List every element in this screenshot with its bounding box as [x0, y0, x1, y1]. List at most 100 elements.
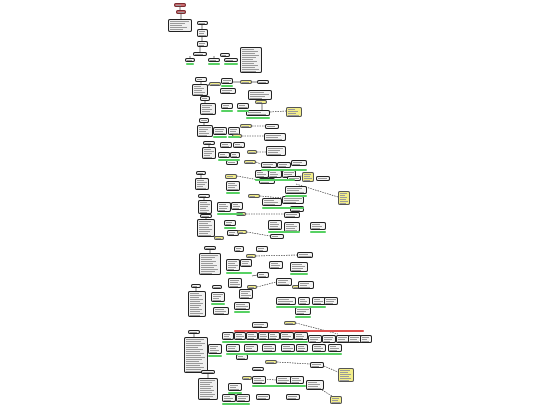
node-text-line [288, 398, 296, 399]
process-node [360, 335, 372, 343]
node-text-line [254, 382, 262, 383]
node-text-line [202, 105, 212, 106]
node-text-line [308, 384, 321, 385]
node-text-line [190, 313, 203, 314]
green-accent-bar [234, 311, 250, 313]
node-text-line [230, 280, 240, 281]
node-text-line [267, 362, 275, 363]
condition-node [248, 194, 260, 198]
node-text-line [222, 90, 233, 91]
node-text-line [204, 151, 214, 152]
process-node [295, 307, 311, 315]
node-text-line [246, 348, 253, 349]
process-node [306, 380, 324, 390]
node-text-line [197, 186, 204, 187]
node-text-line [236, 304, 245, 305]
process-node [220, 88, 236, 94]
node-text-line [220, 154, 226, 155]
node-text-line [201, 259, 212, 260]
node-text-line [300, 287, 310, 288]
node-text-line [186, 341, 201, 342]
green-accent-bar [211, 303, 225, 305]
process-node [234, 246, 244, 252]
node-text-line [201, 261, 216, 262]
process-node [226, 344, 240, 352]
node-text-line [228, 346, 237, 347]
node-text-line [310, 337, 320, 338]
node-text-line [194, 92, 205, 93]
node-text-line [288, 396, 298, 397]
node-text-line [248, 336, 256, 337]
process-node [324, 297, 338, 305]
process-node [211, 292, 225, 302]
node-text-line [264, 346, 272, 347]
process-node [201, 370, 215, 374]
node-text-line [278, 280, 288, 281]
node-text-line [288, 113, 297, 114]
process-node [282, 196, 304, 204]
green-accent-bar [221, 110, 233, 112]
node-text-line [242, 59, 254, 60]
node-text-line [270, 224, 280, 225]
node-text-line [186, 339, 204, 340]
green-accent-bar [261, 169, 307, 171]
process-node [252, 367, 264, 371]
process-node [310, 362, 324, 368]
process-node [197, 21, 208, 25]
process-node [222, 332, 234, 340]
node-text-line [201, 267, 214, 268]
green-accent-bar [222, 403, 250, 405]
node-text-line [235, 144, 241, 145]
node-text-line [338, 337, 348, 338]
process-node [291, 160, 307, 166]
node-text-line [219, 210, 225, 211]
process-node [257, 272, 269, 278]
node-text-line [200, 382, 213, 383]
node-text-line [242, 263, 248, 264]
process-node [296, 344, 308, 352]
process-node [261, 162, 277, 168]
node-text-line [242, 261, 250, 262]
process-node [220, 53, 230, 57]
process-node [234, 302, 250, 310]
node-text-line [266, 139, 282, 140]
node-text-line [228, 265, 238, 266]
node-text-line [268, 148, 284, 149]
node-text-line [230, 133, 238, 134]
node-text-line [202, 109, 213, 110]
node-text-line [292, 380, 302, 381]
green-accent-bar [222, 341, 308, 343]
node-text-line [199, 131, 207, 132]
process-node [276, 278, 292, 286]
node-text-line [271, 263, 278, 264]
condition-node [247, 150, 257, 154]
green-accent-bar [226, 272, 252, 274]
node-text-line [271, 267, 279, 268]
node-text-line [326, 303, 333, 304]
node-text-line [215, 131, 223, 132]
node-text-line [201, 265, 218, 266]
node-text-line [312, 364, 321, 365]
process-node [322, 335, 336, 343]
node-text-line [213, 294, 223, 295]
node-text-line [242, 265, 250, 266]
green-accent-bar [246, 117, 270, 119]
node-text-line [300, 299, 306, 300]
node-text-line [254, 369, 262, 370]
node-text-line [200, 392, 212, 393]
node-text-line [190, 295, 202, 296]
process-node [188, 330, 200, 334]
green-accent-bar [186, 63, 194, 65]
node-text-line [228, 269, 235, 270]
node-text-line [222, 146, 230, 147]
node-text-line [288, 115, 299, 116]
process-node [285, 186, 307, 194]
node-text-line [202, 216, 209, 217]
node-text-line [254, 378, 262, 379]
process-node [221, 78, 233, 84]
node-text-line [268, 154, 282, 155]
node-text-line [224, 334, 231, 335]
node-text-line [284, 200, 299, 201]
text-block-node [192, 84, 208, 96]
node-text-line [282, 334, 289, 335]
